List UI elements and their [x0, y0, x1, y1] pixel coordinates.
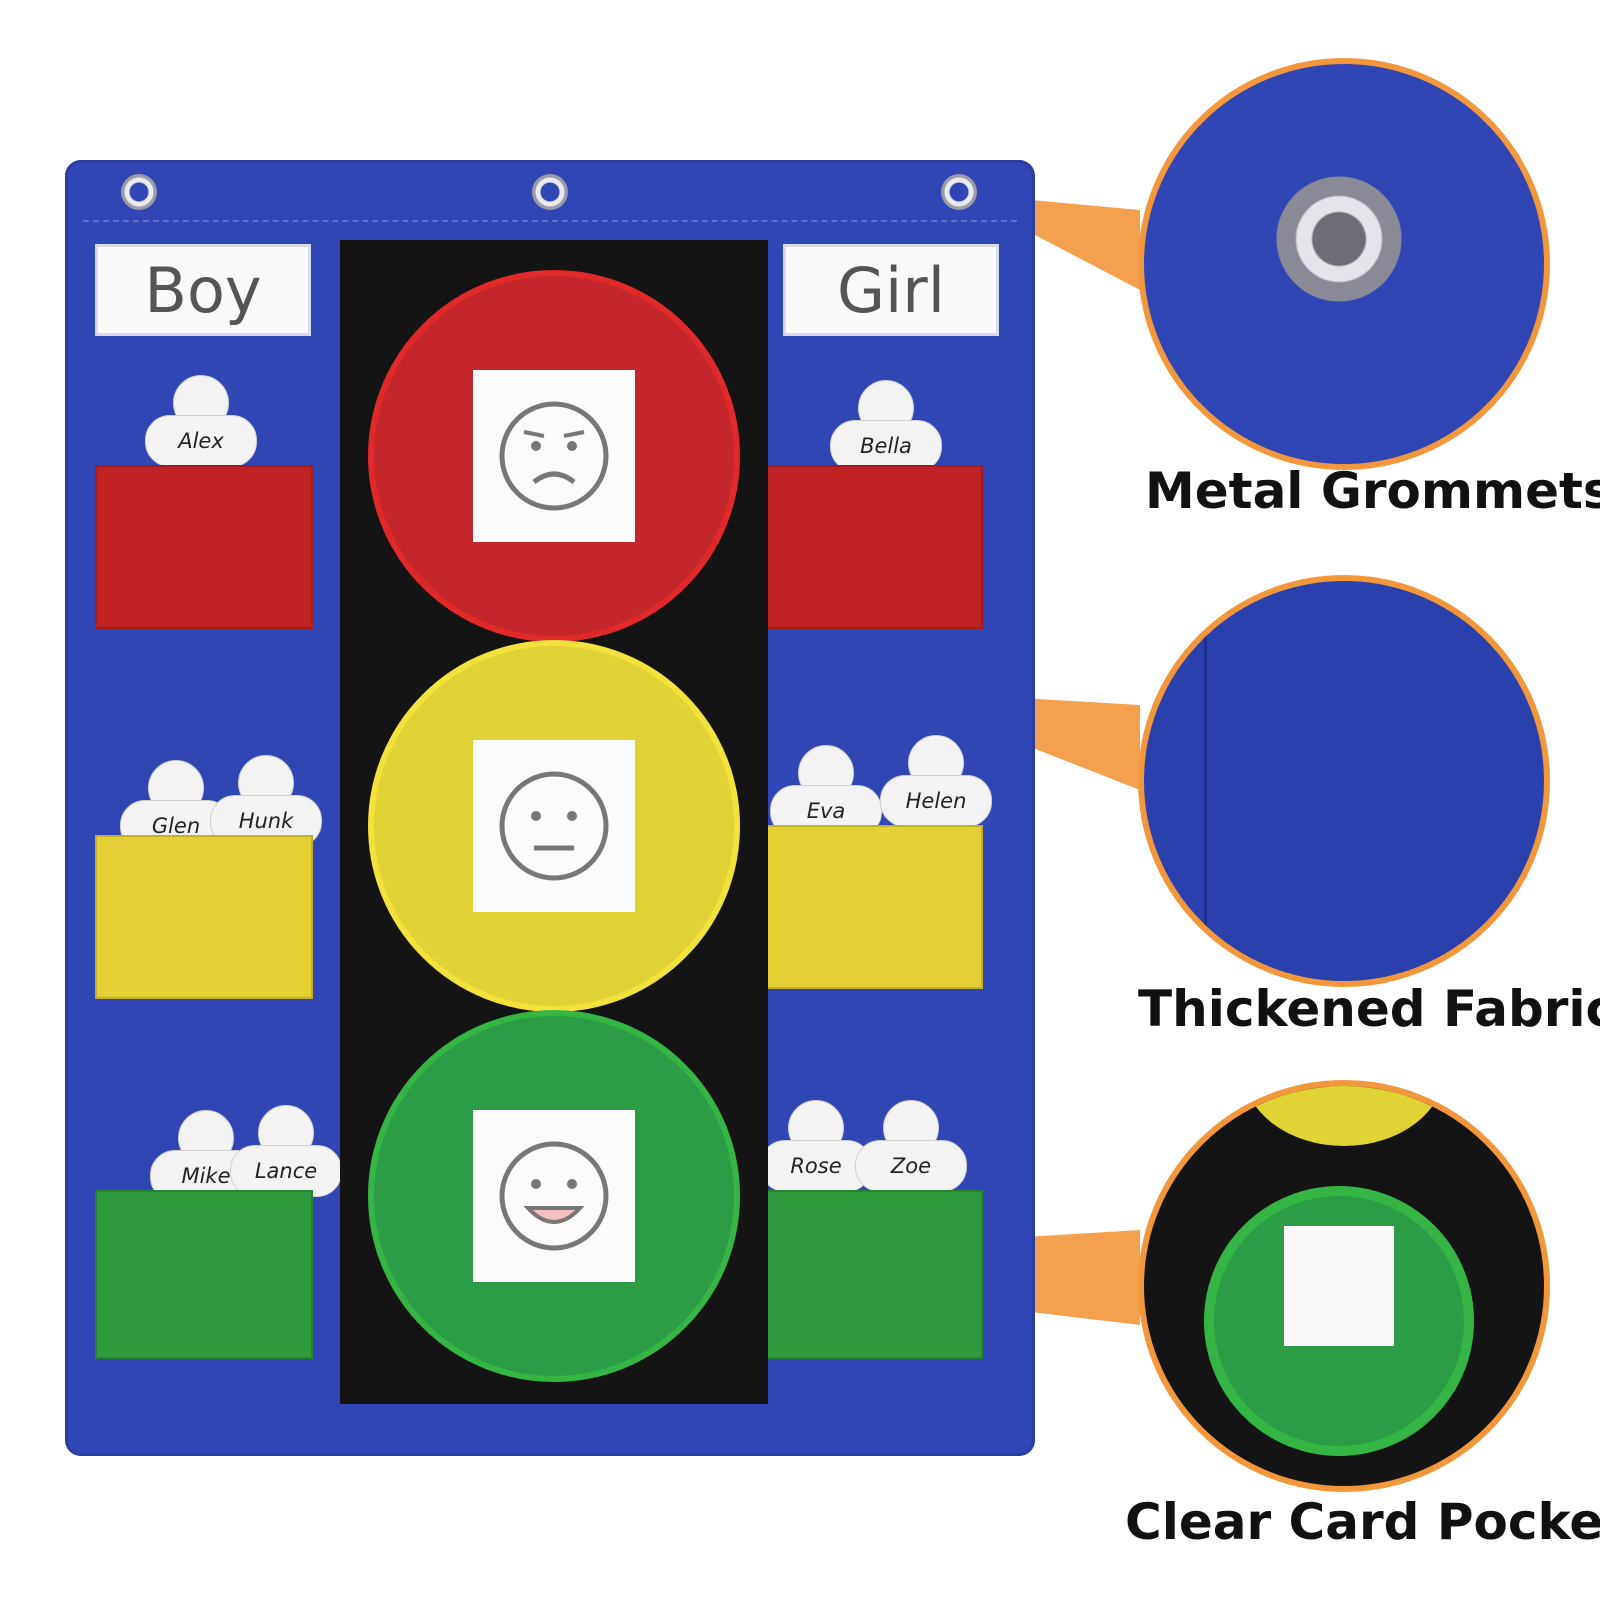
boy-yellow-pocket[interactable]: [95, 835, 313, 999]
boy-label-card: Boy: [95, 244, 311, 336]
name-card-label: Helen: [880, 775, 992, 827]
name-card-label: Zoe: [855, 1140, 967, 1192]
girl-green-pocket[interactable]: [765, 1190, 983, 1359]
name-card[interactable]: Lance: [230, 1105, 342, 1197]
name-card[interactable]: Hunk: [210, 755, 322, 847]
card-pocket-green[interactable]: [473, 1110, 635, 1282]
callout-label-grommets: Metal Grommets: [1145, 462, 1600, 520]
fabric-closeup: [1138, 575, 1550, 987]
name-card[interactable]: Eva: [770, 745, 882, 837]
yellow-light: [368, 640, 740, 1012]
pocket-closeup-card[interactable]: [1284, 1226, 1394, 1346]
top-stitching: [83, 220, 1017, 222]
grommet-center: [532, 174, 568, 210]
callout-label-fabric: Thickened Fabric: [1138, 980, 1600, 1038]
name-card-label: Alex: [145, 415, 257, 467]
name-card[interactable]: Alex: [145, 375, 257, 467]
card-pocket-red[interactable]: [473, 370, 635, 542]
happy-face-icon: [499, 1141, 609, 1251]
girl-label-card: Girl: [783, 244, 999, 336]
grommet-right: [941, 174, 977, 210]
traffic-light-panel: [340, 240, 768, 1404]
green-light: [368, 1010, 740, 1382]
sad-face-icon: [499, 401, 609, 511]
boy-green-pocket[interactable]: [95, 1190, 313, 1359]
neutral-face-icon: [499, 771, 609, 881]
grommet-closeup: [1138, 58, 1550, 470]
name-card[interactable]: Rose: [760, 1100, 872, 1192]
grommet-closeup-icon: [1274, 174, 1404, 304]
girl-red-pocket[interactable]: [765, 465, 983, 629]
card-pocket-yellow[interactable]: [473, 740, 635, 912]
boy-red-pocket[interactable]: [95, 465, 313, 629]
fabric-seam: [1204, 621, 1207, 941]
pocket-closeup-yellow-edge: [1244, 1086, 1444, 1146]
boy-label: Boy: [144, 253, 262, 327]
name-card[interactable]: Bella: [830, 380, 942, 472]
callout-label-pocket: Clear Card Pocket: [1125, 1493, 1600, 1551]
name-card[interactable]: Helen: [880, 735, 992, 827]
red-light: [368, 270, 740, 642]
girl-label: Girl: [837, 253, 945, 327]
name-card-label: Bella: [830, 420, 942, 472]
pocket-closeup: [1138, 1080, 1550, 1492]
grommet-left: [121, 174, 157, 210]
name-card[interactable]: Zoe: [855, 1100, 967, 1192]
girl-yellow-pocket[interactable]: [765, 825, 983, 989]
name-card-label: Rose: [760, 1140, 872, 1192]
name-card-label: Lance: [230, 1145, 342, 1197]
